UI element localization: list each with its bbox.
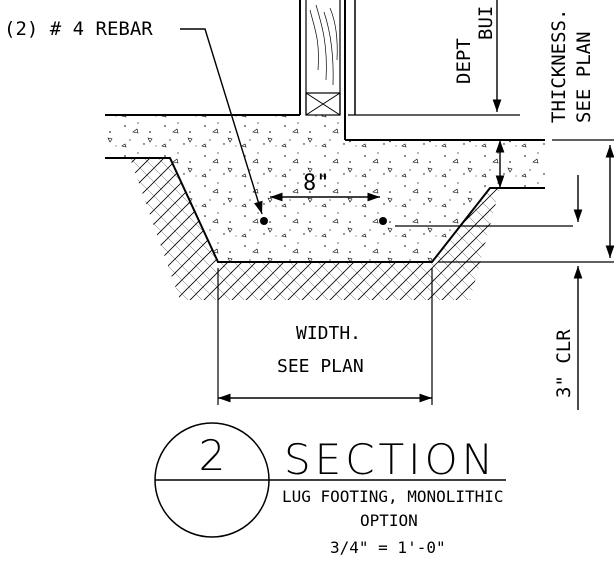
section-subtitle-line1: LUG FOOTING, MONOLITHIC [282,487,504,506]
thickness-label-line2: SEE PLAN [573,31,595,123]
section-title: SECTION [284,435,497,484]
thickness-label-line1: THICKNESS. [548,9,570,123]
spacing-label: 8" [303,171,330,196]
detail-number: 2 [199,431,226,480]
rebar-label: (2) # 4 REBAR [4,18,153,40]
depth-label-line2: BUI [475,6,497,40]
rebar-right [379,217,387,225]
clearance-label: 3" CLR [553,329,575,398]
footing-outline [105,114,545,263]
soil-hatch [130,158,500,300]
concrete-footing [105,115,545,262]
stud-wall [299,0,356,140]
width-label-line2: SEE PLAN [277,356,364,377]
scale-label: 3/4" = 1'-0" [330,538,446,557]
rebar-leader [180,28,263,215]
width-label-line1: WIDTH. [296,323,361,344]
depth-label-line1: DEPT [453,38,475,84]
section-subtitle-line2: OPTION [360,511,418,530]
rebar-left [260,217,268,225]
